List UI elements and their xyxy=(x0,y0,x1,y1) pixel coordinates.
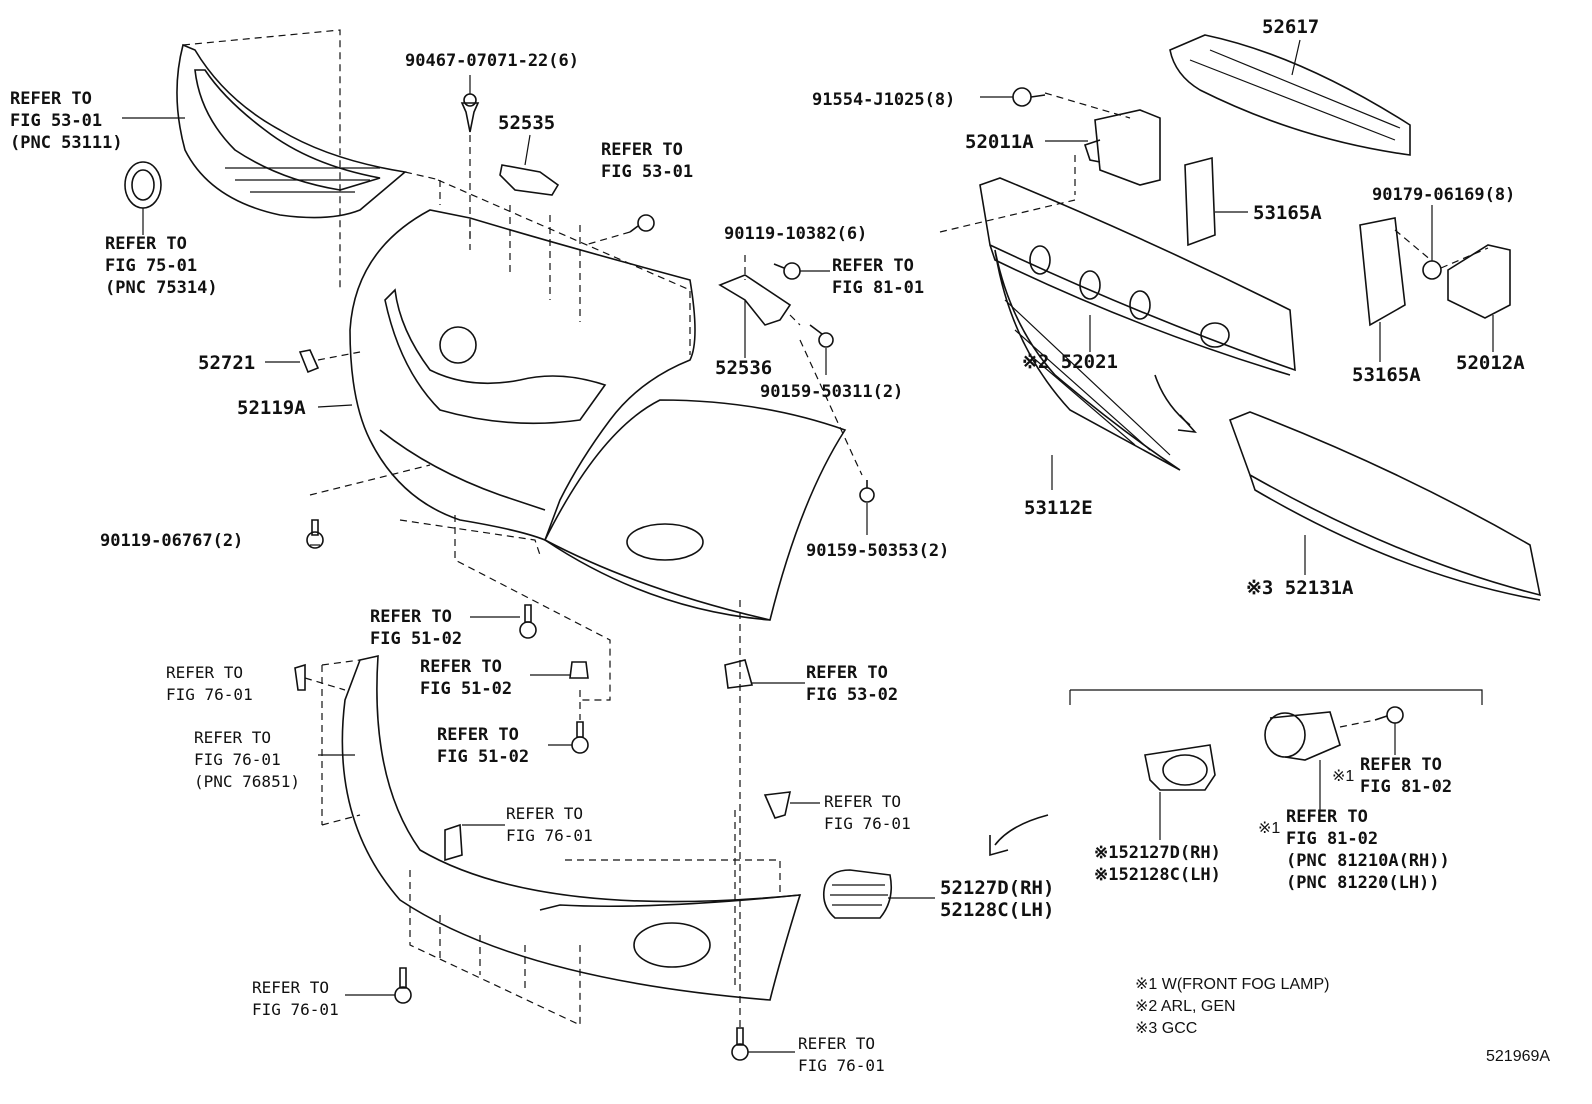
clip-76-01-b xyxy=(444,823,463,862)
clip-90467 xyxy=(460,93,480,133)
label-90159-50311: 90159-50311(2) xyxy=(760,382,904,402)
label-refer-76-01-b: REFER TO FIG 76-01 xyxy=(506,804,593,845)
screw-90159-50311 xyxy=(809,324,834,348)
label-refer-81-02-lamp: REFER TO FIG 81-02 (PNC 81210A(RH)) (PNC… xyxy=(1286,807,1450,893)
label-refer-76-01-a: REFER TO FIG 76-01 xyxy=(166,663,253,704)
bracket-53165A-upper xyxy=(1184,156,1216,247)
bracket-52012A xyxy=(1447,244,1511,319)
bracket-52535 xyxy=(499,164,560,196)
bolt-81-02 xyxy=(1374,706,1404,724)
footnote-3: ※3 GCC xyxy=(1135,1020,1198,1037)
label-note1-mark-bolt: ※1 xyxy=(1332,768,1355,785)
bolt-76-01-e xyxy=(731,1027,749,1061)
label-90119-10382: 90119-10382(6) xyxy=(724,224,868,244)
label-refer-51-02-c: REFER TO FIG 51-02 xyxy=(437,725,530,767)
bracket-52536 xyxy=(718,274,792,326)
bolt-76-01-d xyxy=(394,967,412,1004)
bumper-cover xyxy=(349,209,847,621)
label-52131A: ※3 52131A xyxy=(1246,577,1354,599)
bolt-90119-06767 xyxy=(306,519,324,549)
bolt-51-02-a xyxy=(519,604,537,639)
nut-90179 xyxy=(1422,260,1442,280)
bracket-53165A-lower xyxy=(1359,217,1406,327)
label-52536: 52536 xyxy=(715,357,773,379)
label-refer-81-01: REFER TO FIG 81-01 xyxy=(832,256,925,298)
lower-grille-53112E xyxy=(994,249,1181,471)
screw-90159-50353 xyxy=(859,480,875,503)
bezel-52127D xyxy=(822,869,893,919)
label-53165A-upper: 53165A xyxy=(1253,202,1322,224)
label-90119-06767: 90119-06767(2) xyxy=(100,531,244,551)
label-refer-81-02-bolt: REFER TO FIG 81-02 xyxy=(1360,755,1453,797)
label-note1-mark-lamp: ※1 xyxy=(1258,820,1281,837)
label-52011A: 52011A xyxy=(965,131,1034,153)
clip-76-01-c xyxy=(763,791,792,819)
footnote-2: ※2 ARL, GEN xyxy=(1135,998,1236,1015)
fog-cover xyxy=(1144,744,1216,791)
fog-lamp xyxy=(1264,711,1341,761)
diagram-id: 521969A xyxy=(1486,1048,1551,1065)
bolt-91554 xyxy=(1012,87,1046,107)
label-52021: ※2 52021 xyxy=(1022,351,1118,373)
label-90159-50353: 90159-50353(2) xyxy=(806,541,950,561)
label-refer-76-01-e: REFER TO FIG 76-01 xyxy=(798,1034,885,1075)
bolt-81-01 xyxy=(773,262,801,280)
label-53112E: 53112E xyxy=(1024,497,1093,519)
label-emblem-ref: REFER TO FIG 75-01 (PNC 75314) xyxy=(105,234,218,298)
screw-53-01 xyxy=(629,214,655,233)
bracket-52011A xyxy=(1083,109,1161,186)
bolt-51-02-c xyxy=(571,721,589,754)
label-refer-76-01-pnc: REFER TO FIG 76-01 (PNC 76851) xyxy=(194,728,300,791)
label-52721: 52721 xyxy=(198,352,256,374)
label-52012A: 52012A xyxy=(1456,352,1525,374)
label-refer-76-01-d: REFER TO FIG 76-01 xyxy=(252,978,339,1019)
label-52119A: 52119A xyxy=(237,397,306,419)
label-refer-51-02-a: REFER TO FIG 51-02 xyxy=(370,607,463,649)
absorber-52617 xyxy=(1169,34,1411,156)
upper-grille xyxy=(176,43,407,219)
clip-53-02 xyxy=(724,659,754,689)
clip-76-01-a xyxy=(294,663,306,691)
label-91554-J1025: 91554-J1025(8) xyxy=(812,90,956,110)
label-90179-06169: 90179-06169(8) xyxy=(1372,185,1516,205)
label-grille-ref: REFER TO FIG 53-01 (PNC 53111) xyxy=(10,89,123,153)
label-refer-51-02-b: REFER TO FIG 51-02 xyxy=(420,657,513,699)
lower-valance xyxy=(341,654,802,1001)
clip-52721 xyxy=(298,349,320,374)
label-note1-52127D-52128C: ※152127D(RH) ※152128C(LH) xyxy=(1094,843,1221,885)
reinforcement-52131A xyxy=(1228,411,1542,601)
bolt-51-02-b xyxy=(569,661,589,679)
label-refer-76-01-c: REFER TO FIG 76-01 xyxy=(824,792,911,833)
label-refer-53-02: REFER TO FIG 53-02 xyxy=(806,663,899,705)
label-53165A-lower: 53165A xyxy=(1352,364,1421,386)
footnotes: ※1 W(FRONT FOG LAMP) ※2 ARL, GEN ※3 GCC xyxy=(1135,974,1329,1040)
label-90467-07071-22: 90467-07071-22(6) xyxy=(405,51,579,71)
label-52127D-52128C: 52127D(RH) 52128C(LH) xyxy=(940,877,1055,921)
label-52535: 52535 xyxy=(498,112,556,134)
footnote-1: ※1 W(FRONT FOG LAMP) xyxy=(1135,976,1330,993)
reinforcement-52021 xyxy=(979,177,1296,376)
label-52617: 52617 xyxy=(1262,16,1320,38)
emblem xyxy=(124,161,162,209)
label-refer-53-01: REFER TO FIG 53-01 xyxy=(601,140,694,182)
